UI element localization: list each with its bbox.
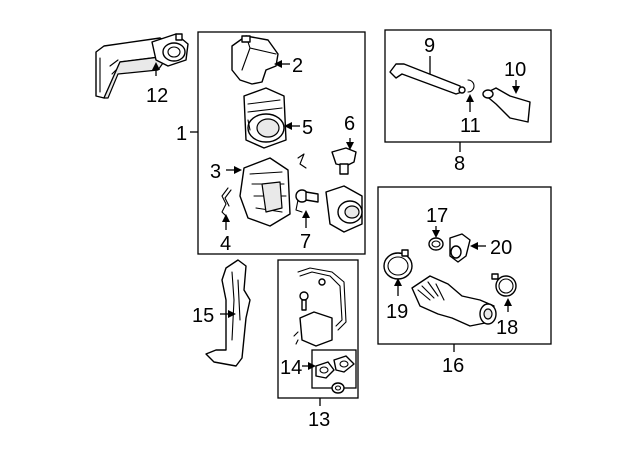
clip-part-4	[221, 187, 232, 217]
arrow-14	[308, 362, 316, 370]
callout-19: 19	[386, 301, 408, 323]
callout-20: 20	[490, 237, 512, 259]
washer-part-13b	[331, 382, 345, 394]
arrow-7	[302, 210, 310, 218]
arrow-18	[504, 298, 512, 306]
callout-4: 4	[220, 233, 231, 255]
arrow-2	[274, 60, 282, 68]
callout-6: 6	[344, 113, 355, 135]
callout-9: 9	[424, 35, 435, 57]
clamp-part-19	[383, 249, 413, 280]
callout-10: 10	[504, 59, 526, 81]
callout-17: 17	[426, 205, 448, 227]
callout-7: 7	[300, 231, 311, 253]
grommet-part-11	[467, 79, 475, 93]
callout-8: 8	[454, 153, 465, 175]
arrow-20	[470, 242, 478, 250]
callout-3: 3	[210, 161, 221, 183]
arrow-5	[284, 122, 292, 130]
arrow-12	[152, 62, 160, 70]
callout-2: 2	[292, 55, 303, 77]
callout-15: 15	[192, 305, 214, 327]
callout-14: 14	[280, 357, 302, 379]
clamp-part-18	[491, 273, 517, 297]
callout-18: 18	[496, 317, 518, 339]
callout-5: 5	[302, 117, 313, 139]
connector-part-10	[482, 87, 531, 123]
cover-part-2	[231, 35, 279, 85]
callout-16: 16	[442, 355, 464, 377]
bracket-part-13	[293, 267, 347, 347]
group-box-16	[377, 186, 552, 345]
arrow-17	[432, 230, 440, 238]
arrow-10	[512, 86, 520, 94]
arrow-6	[346, 142, 354, 150]
group-box-8	[384, 29, 552, 143]
filter-part-5	[243, 87, 287, 149]
callout-11: 11	[460, 115, 481, 137]
hose-part-9	[389, 63, 466, 95]
intake-hose-part-16	[411, 275, 497, 327]
clamp-part-17	[428, 237, 444, 251]
group-box-1	[197, 31, 366, 255]
clip-small	[297, 153, 307, 169]
callout-12: 12	[146, 85, 168, 107]
group-box-13	[277, 259, 359, 399]
arrow-11	[466, 94, 474, 102]
elbow-part-20	[449, 233, 471, 263]
arrow-15	[228, 310, 236, 318]
arrow-19	[394, 278, 402, 286]
arrow-4	[222, 214, 230, 222]
mounts-part-14	[315, 355, 355, 379]
air-duct-part-12	[95, 33, 189, 99]
sensor-part-7	[295, 189, 319, 213]
callout-1: 1	[176, 123, 187, 145]
housing-part-3	[239, 157, 291, 227]
outlet-tube	[325, 185, 363, 233]
callout-13: 13	[308, 409, 330, 431]
arrow-3	[234, 166, 242, 174]
bracket-part-6	[331, 147, 357, 175]
